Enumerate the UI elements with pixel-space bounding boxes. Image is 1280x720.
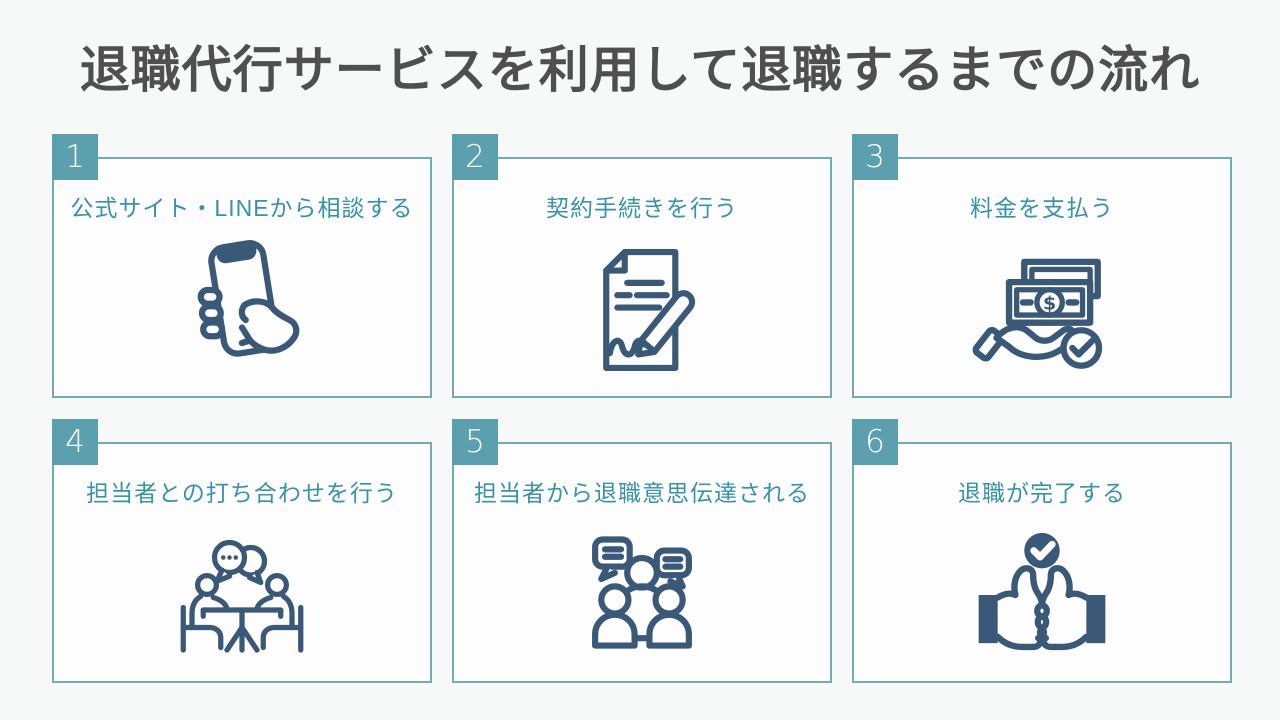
step-card-5: 5 担当者から退職意思伝達される: [452, 419, 832, 683]
step-number-badge: 1: [52, 134, 98, 180]
contract-signing-icon: [603, 248, 696, 371]
step-title: 退職が完了する: [958, 480, 1126, 506]
step-title: 担当者との打ち合わせを行う: [86, 480, 398, 506]
step-title: 公式サイト・LINEから相談する: [70, 195, 414, 221]
steps-grid: 1 公式サイト・LINEから相談する 2 契約手続きを行う: [52, 134, 1232, 683]
meeting-at-table-icon: [180, 539, 304, 653]
step-title: 担当者から退職意思伝達される: [474, 480, 810, 506]
step-card-3: 3 料金を支払う $: [852, 134, 1232, 398]
payment-money-hand-icon: $: [972, 258, 1103, 369]
step-card-4: 4 担当者との打ち合わせを行う: [52, 419, 432, 683]
step-number-badge: 6: [852, 419, 898, 465]
step-title: 契約手続きを行う: [546, 195, 738, 221]
step-title: 料金を支払う: [970, 195, 1114, 221]
svg-text:$: $: [1043, 292, 1056, 314]
step-number-badge: 4: [52, 419, 98, 465]
thumbs-up-complete-icon: [978, 532, 1106, 650]
step-card-1: 1 公式サイト・LINEから相談する: [52, 134, 432, 398]
smartphone-in-hand-icon: [197, 239, 300, 357]
page-title: 退職代行サービスを利用して退職するまでの流れ: [79, 42, 1201, 98]
step-card-6: 6 退職が完了する: [852, 419, 1232, 683]
step-number-badge: 5: [452, 419, 498, 465]
step-number-badge: 3: [852, 134, 898, 180]
intent-communication-icon: [592, 535, 692, 649]
step-number-badge: 2: [452, 134, 498, 180]
step-card-2: 2 契約手続きを行う: [452, 134, 832, 398]
